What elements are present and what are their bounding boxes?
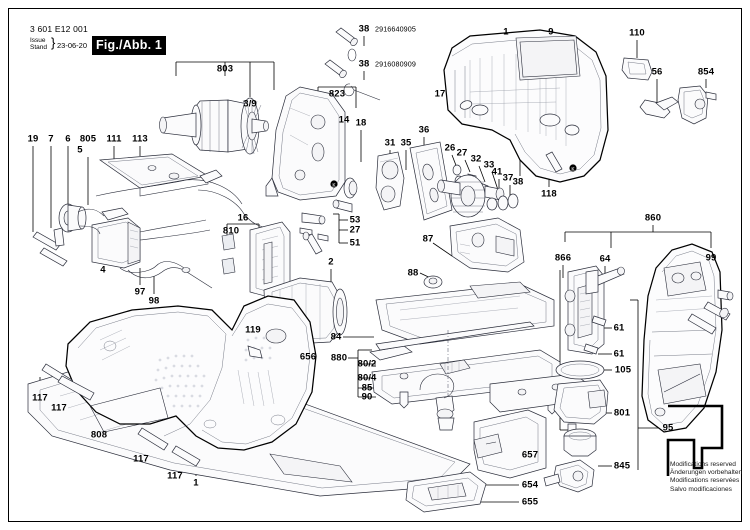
callout-1: 1	[503, 26, 509, 38]
callout-805: 805	[79, 133, 97, 145]
callout-1: 1	[193, 477, 199, 489]
callout-27: 27	[349, 224, 361, 236]
callout-85: 85	[361, 382, 373, 394]
callout-87: 87	[422, 233, 434, 245]
notice-line-en: Modifications reserved	[670, 461, 736, 468]
issue-date: 23-06-20	[57, 41, 88, 50]
callout-27: 27	[456, 147, 468, 159]
callout-38: 38	[358, 23, 370, 35]
callout-61: 61	[613, 322, 625, 334]
callout-657: 657	[521, 449, 539, 461]
callout-33: 33	[483, 159, 495, 171]
callout-110: 110	[629, 27, 645, 39]
callout-119: 119	[245, 324, 261, 336]
callout-6: 6	[65, 133, 71, 145]
callout-56: 56	[651, 66, 663, 78]
part-number-header: 3 601 E12 001	[30, 24, 88, 34]
issue-label: Issue	[30, 37, 46, 44]
notice-line-de: Änderungen vorbehalten	[670, 469, 743, 477]
callout-38: 38	[512, 176, 524, 188]
callout-14: 14	[338, 114, 350, 126]
callout-3-9: 3/9	[243, 98, 257, 110]
callout-4: 4	[100, 264, 106, 276]
page-border	[8, 8, 742, 522]
figure-badge: Fig./Abb. 1	[92, 36, 167, 55]
callout-88: 88	[407, 267, 419, 279]
callout-26: 26	[444, 142, 456, 154]
callout-655: 655	[521, 496, 539, 508]
callout-117: 117	[32, 392, 48, 404]
callout-111: 111	[106, 133, 122, 145]
callout-117: 117	[51, 402, 67, 414]
callout-80-4: 80/4	[357, 372, 377, 384]
callout-105: 105	[614, 364, 632, 376]
callout-654: 654	[521, 479, 539, 491]
callout-117: 117	[133, 453, 149, 465]
callout-2: 2	[328, 256, 334, 268]
callout-113: 113	[132, 133, 148, 145]
callout-810: 810	[222, 225, 240, 237]
callout-61: 61	[613, 348, 625, 360]
callout-18: 18	[355, 117, 367, 129]
callout-823: 823	[328, 88, 346, 100]
part-number-38-a: 2916640905	[375, 24, 416, 34]
callout-64: 64	[599, 253, 611, 265]
callout-656: 656	[299, 351, 317, 363]
brace-glyph: }	[51, 35, 56, 50]
notice-line-es: Salvo modificaciones	[670, 485, 732, 493]
callout-16: 16	[237, 212, 249, 224]
stand-label: Stand	[30, 44, 47, 52]
callout-84: 84	[330, 331, 342, 343]
modifications-notice: Modifications reserved Änderungen vorbeh…	[670, 461, 742, 494]
callout-845: 845	[613, 460, 631, 472]
callout-9: 9	[548, 26, 554, 38]
part-number-38-b: 2916080909	[375, 59, 416, 69]
callout-801: 801	[613, 407, 631, 419]
callout-19: 19	[27, 133, 39, 145]
callout-51: 51	[349, 237, 361, 249]
callout-80-2: 80/2	[357, 358, 377, 370]
callout-41: 41	[491, 166, 503, 178]
callout-97: 97	[134, 286, 146, 298]
callout-118: 118	[541, 188, 557, 200]
callout-35: 35	[400, 137, 412, 149]
callout-866: 866	[554, 252, 572, 264]
callout-31: 31	[384, 137, 396, 149]
callout-90: 90	[361, 391, 373, 403]
callout-37: 37	[502, 172, 514, 184]
callout-803: 803	[216, 63, 234, 75]
callout-95: 95	[662, 422, 674, 434]
callout-854: 854	[697, 66, 715, 78]
callout-860: 860	[644, 212, 662, 224]
callout-38: 38	[358, 58, 370, 70]
callout-32: 32	[470, 153, 482, 165]
callout-117: 117	[167, 470, 183, 482]
callout-808: 808	[90, 429, 108, 441]
issue-stand-label: Issue Stand	[30, 37, 47, 51]
callout-7: 7	[48, 133, 54, 145]
callout-53: 53	[349, 214, 361, 226]
callout-99: 99	[705, 252, 717, 264]
callout-36: 36	[418, 124, 430, 136]
callout-17: 17	[434, 88, 446, 100]
callout-5: 5	[77, 144, 83, 156]
callout-98: 98	[148, 295, 160, 307]
callout-880: 880	[330, 352, 348, 364]
notice-line-fr: Modifications reservées	[670, 477, 740, 485]
